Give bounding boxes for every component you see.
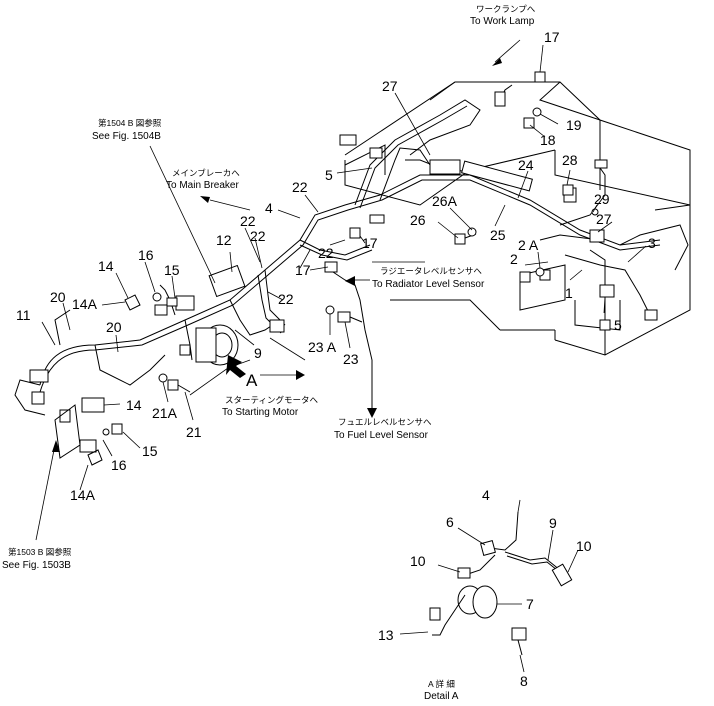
main-harness <box>14 84 689 416</box>
callout-23: 23 <box>343 351 359 367</box>
note-starting-en: To Starting Motor <box>222 407 299 418</box>
callout-5-right: 5 <box>614 317 622 333</box>
detail-callout-10-right: 10 <box>576 538 592 554</box>
callout-22-c: 22 <box>250 228 266 244</box>
callout-2: 2 <box>510 251 518 267</box>
note-work-lamp-en: To Work Lamp <box>470 16 535 27</box>
clips <box>87 294 141 466</box>
note-starting-jp: スターティングモータへ <box>225 395 318 405</box>
note-radiator-en: To Radiator Level Sensor <box>372 279 485 290</box>
callout-numbers: 17 19 18 27 5 28 24 26A 26 25 2 A 2 29 2… <box>16 29 656 503</box>
callout-27-right: 27 <box>596 211 612 227</box>
callout-29: 29 <box>594 191 610 207</box>
detail-caption-en: Detail A <box>424 691 459 701</box>
callout-25: 25 <box>490 227 506 243</box>
detail-callout-6: 6 <box>446 514 454 530</box>
callout-15-top: 15 <box>164 262 180 278</box>
callout-22-b: 22 <box>240 213 256 229</box>
callout-16-top: 16 <box>138 247 154 263</box>
callout-28: 28 <box>562 152 578 168</box>
callout-15-low: 15 <box>142 443 158 459</box>
note-fig1503-en: See Fig. 1503B <box>2 560 71 571</box>
detail-callout-4: 4 <box>482 487 490 503</box>
callout-3: 3 <box>648 235 656 251</box>
detail-callout-8: 8 <box>520 673 528 689</box>
callout-11: 11 <box>16 307 31 323</box>
detail-callout-7: 7 <box>526 596 534 612</box>
note-fig1504-jp: 第1504 B 図参照 <box>98 118 162 128</box>
callout-17-top: 17 <box>544 29 560 45</box>
callout-22-d: 22 <box>318 245 334 261</box>
callout-12: 12 <box>216 232 232 248</box>
callout-4: 4 <box>265 200 273 216</box>
callout-14-top: 14 <box>98 258 114 274</box>
callout-26: 26 <box>410 212 426 228</box>
callout-27-top: 27 <box>382 78 398 94</box>
callout-17-low: 17 <box>295 262 311 278</box>
detail-callout-10-left: 10 <box>410 553 426 569</box>
detail-callout-9: 9 <box>549 515 557 531</box>
callout-14A-top: 14A <box>72 296 98 312</box>
callout-9: 9 <box>254 345 262 361</box>
reference-arrows <box>35 39 521 541</box>
callout-14-low: 14 <box>126 397 142 413</box>
callout-21A: 21A <box>152 405 178 421</box>
callout-20-mid: 20 <box>106 319 122 335</box>
callout-26A: 26A <box>432 193 458 209</box>
callout-1: 1 <box>565 285 573 301</box>
note-fuel-en: To Fuel Level Sensor <box>334 430 429 441</box>
detail-a: 4 6 9 10 10 7 13 8 A 詳 細 Detail A <box>378 487 592 702</box>
callout-16-low: 16 <box>111 457 127 473</box>
callout-2A: 2 A <box>518 237 539 253</box>
note-main-breaker-jp: メインブレーカへ <box>172 168 240 178</box>
reference-notes: ワークランプへ To Work Lamp 第1504 B 図参照 See Fig… <box>2 4 536 571</box>
harness-connectors <box>29 91 658 453</box>
callout-21: 21 <box>186 424 202 440</box>
callout-A: A <box>246 371 258 390</box>
callout-17-mid: 17 <box>362 235 378 251</box>
note-fuel-jp: フュエルレベルセンサへ <box>338 417 432 427</box>
note-work-lamp-jp: ワークランプへ <box>476 4 536 14</box>
callout-23A: 23 A <box>308 339 337 355</box>
callout-20-top: 20 <box>50 289 66 305</box>
note-fig1503-jp: 第1503 B 図参照 <box>8 547 72 557</box>
callout-19: 19 <box>566 117 582 133</box>
callout-22-e: 22 <box>278 291 294 307</box>
detail-caption-jp: A 詳 細 <box>428 679 455 689</box>
note-main-breaker-en: To Main Breaker <box>166 180 239 191</box>
callout-18: 18 <box>540 132 556 148</box>
callout-14A-low: 14A <box>70 487 96 503</box>
callout-5-top: 5 <box>325 167 333 183</box>
callout-22-a: 22 <box>292 179 308 195</box>
washers <box>102 107 599 436</box>
detail-callout-13: 13 <box>378 627 394 643</box>
bracket-plate <box>54 404 81 459</box>
callout-24: 24 <box>518 157 534 173</box>
starting-motor <box>195 324 239 366</box>
bolts <box>111 71 574 435</box>
chassis-outline <box>344 81 691 356</box>
note-radiator-jp: ラジエータレベルセンサへ <box>380 266 482 276</box>
leader-lines <box>41 44 647 491</box>
note-fig1504-en: See Fig. 1504B <box>92 131 161 142</box>
